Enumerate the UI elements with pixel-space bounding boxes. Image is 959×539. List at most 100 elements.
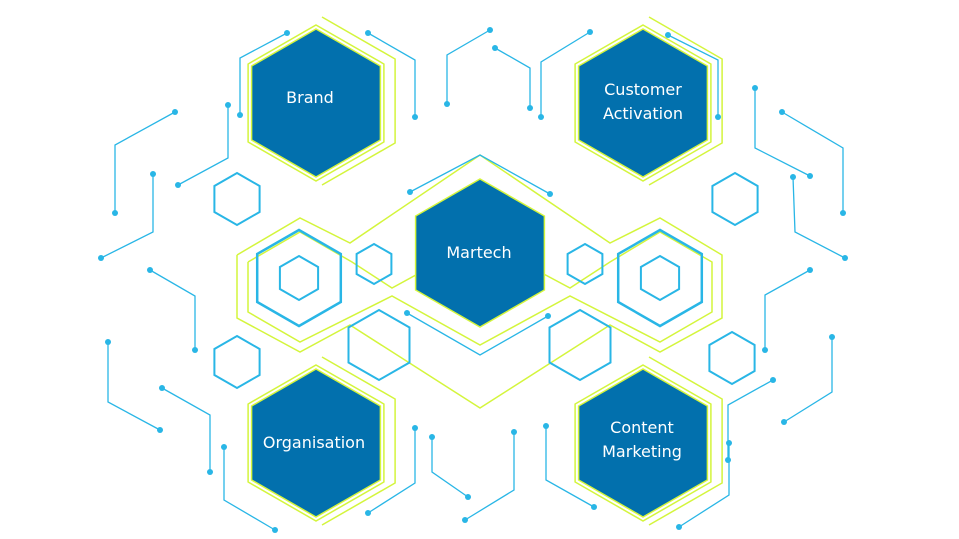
- brand-label: Brand: [286, 88, 334, 107]
- circuit-dot: [762, 347, 768, 353]
- circuit-dot: [147, 267, 153, 273]
- lime-frame-customer-activation: [574, 24, 712, 182]
- outline-hexagon: [639, 254, 681, 302]
- circuit-line: [494, 47, 531, 108]
- circuit-dot: [465, 494, 471, 500]
- circuit-dot: [527, 105, 533, 111]
- circuit-line: [783, 337, 833, 423]
- circuit-line: [431, 437, 469, 498]
- circuit-line: [100, 174, 154, 259]
- circuit-dot: [407, 189, 413, 195]
- circuit-dot: [404, 310, 410, 316]
- circuit-dot: [545, 313, 551, 319]
- lime-frame-content-marketing: [648, 356, 723, 526]
- circuit-dot: [840, 210, 846, 216]
- circuit-dot: [365, 30, 371, 36]
- circuit-dot: [225, 102, 231, 108]
- circuit-line: [223, 447, 276, 531]
- circuit-dot: [807, 267, 813, 273]
- circuit-dot: [726, 440, 732, 446]
- outline-hexagon: [255, 228, 343, 328]
- outline-hexagon: [548, 308, 612, 382]
- circuit-dot: [511, 429, 517, 435]
- circuit-dot: [779, 109, 785, 115]
- circuit-dot: [237, 112, 243, 118]
- lime-frame-content-marketing: [574, 364, 712, 522]
- circuit-dot: [429, 434, 435, 440]
- circuit-line: [239, 32, 288, 115]
- node-label-brand: Brand: [286, 86, 334, 110]
- circuit-dot: [807, 173, 813, 179]
- hexagon-customer-activation: [577, 28, 709, 178]
- node-label-martech: Martech: [446, 241, 511, 265]
- outline-hexagon: [566, 242, 604, 286]
- circuit-dot: [781, 419, 787, 425]
- circuit-dot: [412, 114, 418, 120]
- circuit-line: [406, 312, 549, 356]
- circuit-dot: [98, 255, 104, 261]
- circuit-dot: [487, 27, 493, 33]
- circuit-line: [678, 443, 730, 528]
- circuit-line: [545, 426, 595, 508]
- circuit-line: [446, 29, 491, 104]
- outline-hexagon: [355, 242, 393, 286]
- circuit-dot: [221, 444, 227, 450]
- lime-outline-center: [236, 154, 723, 409]
- circuit-dot: [715, 114, 721, 120]
- circuit-dot: [207, 469, 213, 475]
- circuit-dot: [157, 427, 163, 433]
- circuit-line: [667, 34, 719, 117]
- circuit-dot: [105, 339, 111, 345]
- lime-frame-customer-activation: [648, 16, 723, 186]
- circuit-dot: [175, 182, 181, 188]
- circuit-dot: [752, 85, 758, 91]
- circuit-line: [540, 31, 591, 117]
- hexagon-content-marketing: [577, 368, 709, 518]
- circuit-dot: [159, 385, 165, 391]
- circuit-line: [114, 111, 176, 213]
- circuit-line: [367, 428, 416, 514]
- circuit-dot: [725, 457, 731, 463]
- lime-frame-brand: [247, 24, 385, 182]
- circuit-line: [149, 269, 196, 350]
- lime-frame-brand: [321, 16, 396, 186]
- circuit-dot: [665, 32, 671, 38]
- circuit-dot: [547, 191, 553, 197]
- customer-label-line1: Customer: [604, 80, 682, 99]
- circuit-dot: [790, 174, 796, 180]
- node-label-organisation: Organisation: [263, 431, 365, 455]
- circuit-line: [367, 32, 416, 117]
- lime-outline-inner: [247, 231, 713, 346]
- lime-frame-organisation: [321, 356, 396, 526]
- activation-label-line2: Activation: [602, 104, 684, 123]
- circuit-line: [177, 105, 229, 186]
- circuit-dot: [112, 210, 118, 216]
- circuit-dot: [192, 347, 198, 353]
- circuit-dot: [543, 423, 549, 429]
- circuit-line: [107, 342, 161, 431]
- marketing-label-line2: Marketing: [602, 442, 682, 461]
- circuit-line: [409, 154, 551, 195]
- outline-hexagon: [278, 254, 320, 302]
- circuit-dot: [676, 524, 682, 530]
- circuit-dot: [770, 377, 776, 383]
- circuit-line: [754, 88, 811, 177]
- circuit-line: [792, 176, 846, 259]
- circuit-dot: [412, 425, 418, 431]
- circuit-dot: [492, 45, 498, 51]
- circuit-dot: [284, 30, 290, 36]
- circuit-dot: [829, 334, 835, 340]
- lime-frame-organisation: [247, 364, 385, 522]
- martech-label: Martech: [446, 243, 512, 262]
- circuit-dot: [365, 510, 371, 516]
- circuit-dot: [842, 255, 848, 261]
- circuit-line: [464, 432, 515, 521]
- circuit-dot: [591, 504, 597, 510]
- circuit-dot: [444, 101, 450, 107]
- hexagon-martech: [414, 178, 546, 328]
- outline-hexagon: [711, 171, 759, 227]
